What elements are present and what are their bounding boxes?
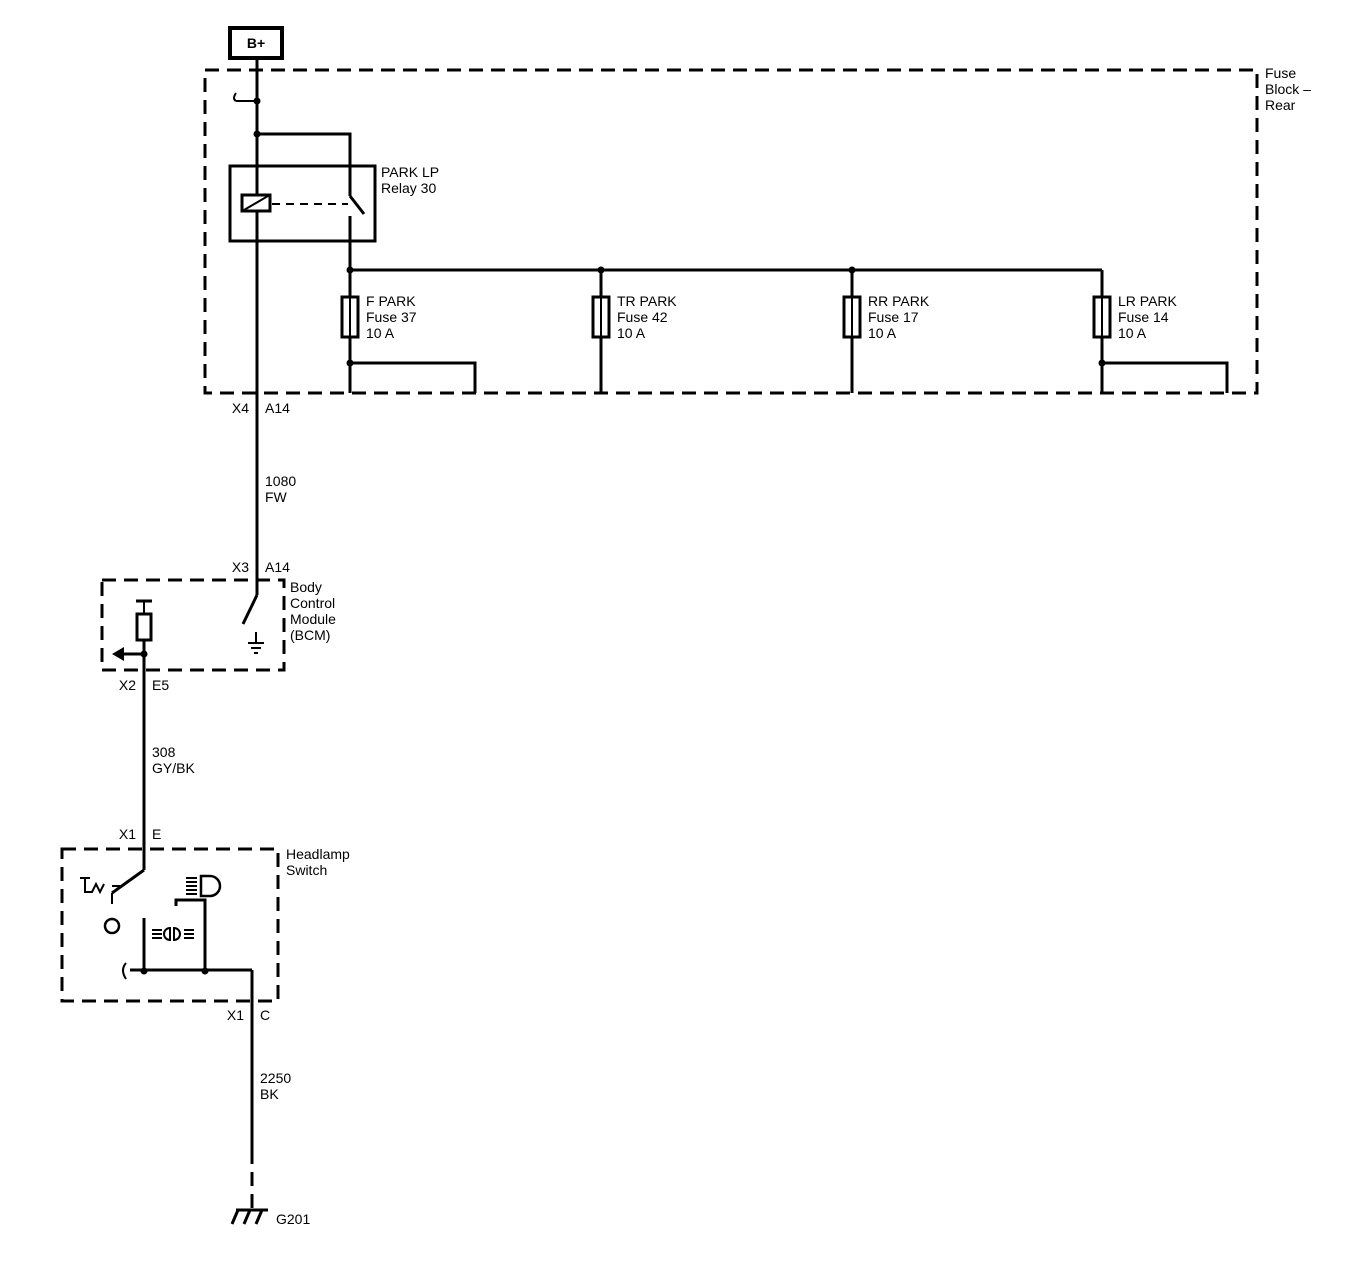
bcm-connector-a: X3 bbox=[232, 559, 249, 575]
wire-308-circuit: 308 bbox=[152, 744, 176, 760]
wire-2250-circuit: 2250 bbox=[260, 1070, 291, 1086]
fuse-2-rating: 10 A bbox=[617, 325, 646, 341]
fuse-3-number: Fuse 17 bbox=[868, 309, 919, 325]
bcm-label-1: Body bbox=[290, 579, 322, 595]
bcm-connector-e: X2 bbox=[119, 677, 136, 693]
chassis-ground-icon bbox=[230, 1208, 268, 1225]
fuse-f-park bbox=[340, 270, 477, 393]
headlamp-switch-label-1: Headlamp bbox=[286, 846, 350, 862]
relay-box bbox=[228, 164, 377, 243]
fuse-2-number: Fuse 42 bbox=[617, 309, 668, 325]
fuse-block-pin: A14 bbox=[265, 400, 290, 416]
headlamp-switch-contacts bbox=[103, 830, 252, 980]
fuse-4-name: LR PARK bbox=[1118, 293, 1178, 309]
signal-arrow-icon bbox=[112, 647, 124, 661]
switch-pin-c: C bbox=[260, 1007, 270, 1023]
relay-label-2: Relay 30 bbox=[381, 180, 436, 196]
fuse-block-stub-icon bbox=[233, 92, 257, 102]
headlamp-switch-boundary bbox=[60, 847, 280, 1003]
switch-connector-c: X1 bbox=[227, 1007, 244, 1023]
fuse-block-label-1: Fuse bbox=[1265, 65, 1296, 81]
auto-mode-icon bbox=[80, 877, 120, 895]
fuse-4-rating: 10 A bbox=[1118, 325, 1147, 341]
fuse-lr-park bbox=[1092, 270, 1229, 393]
switch-wiper-icon bbox=[111, 868, 145, 895]
bcm-label-3: Module bbox=[290, 611, 336, 627]
fuse-2-name: TR PARK bbox=[617, 293, 677, 309]
ground-label: G201 bbox=[276, 1211, 310, 1227]
bcm-boundary bbox=[100, 578, 286, 672]
fuse-tr-park bbox=[591, 270, 611, 393]
fuse-1-rating: 10 A bbox=[366, 325, 395, 341]
fuse-3-name: RR PARK bbox=[868, 293, 930, 309]
wire-1080-color: FW bbox=[265, 489, 288, 505]
bcm-pullup-resistor-icon bbox=[112, 599, 153, 830]
battery-positive-box: B+ bbox=[228, 26, 284, 60]
off-position-icon bbox=[103, 917, 121, 935]
bcm-pin-a: A14 bbox=[265, 559, 290, 575]
fuse-1-name: F PARK bbox=[366, 293, 416, 309]
switch-connector-e: X1 bbox=[119, 826, 136, 842]
wire-1080-circuit: 1080 bbox=[265, 473, 296, 489]
park-lamp-icon bbox=[152, 926, 194, 942]
park-lamp-relay bbox=[228, 132, 377, 270]
battery-positive-label: B+ bbox=[247, 35, 265, 51]
fuse-3-rating: 10 A bbox=[868, 325, 897, 341]
fuse-rr-park bbox=[842, 270, 862, 393]
fuse-block-label-3: Rear bbox=[1265, 97, 1296, 113]
headlamp-switch-label-2: Switch bbox=[286, 862, 327, 878]
wire-2250-color: BK bbox=[260, 1086, 279, 1102]
bcm-pin-e: E5 bbox=[152, 677, 169, 693]
bcm-label-4: (BCM) bbox=[290, 627, 330, 643]
relay-contact-icon bbox=[348, 195, 366, 215]
fuse-4-number: Fuse 14 bbox=[1118, 309, 1169, 325]
fuse-block-connector: X4 bbox=[232, 400, 249, 416]
fuse-block-label-2: Block – bbox=[1265, 81, 1311, 97]
bcm-ground-switch-icon bbox=[241, 594, 264, 654]
bcm-label-2: Control bbox=[290, 595, 335, 611]
wire-308-color: GY/BK bbox=[152, 760, 195, 776]
switch-pin-e: E bbox=[152, 826, 161, 842]
relay-label-1: PARK LP bbox=[381, 164, 439, 180]
fuse-1-number: Fuse 37 bbox=[366, 309, 417, 325]
headlamp-icon bbox=[186, 874, 222, 898]
fuse-block-rear-boundary bbox=[203, 68, 1259, 395]
